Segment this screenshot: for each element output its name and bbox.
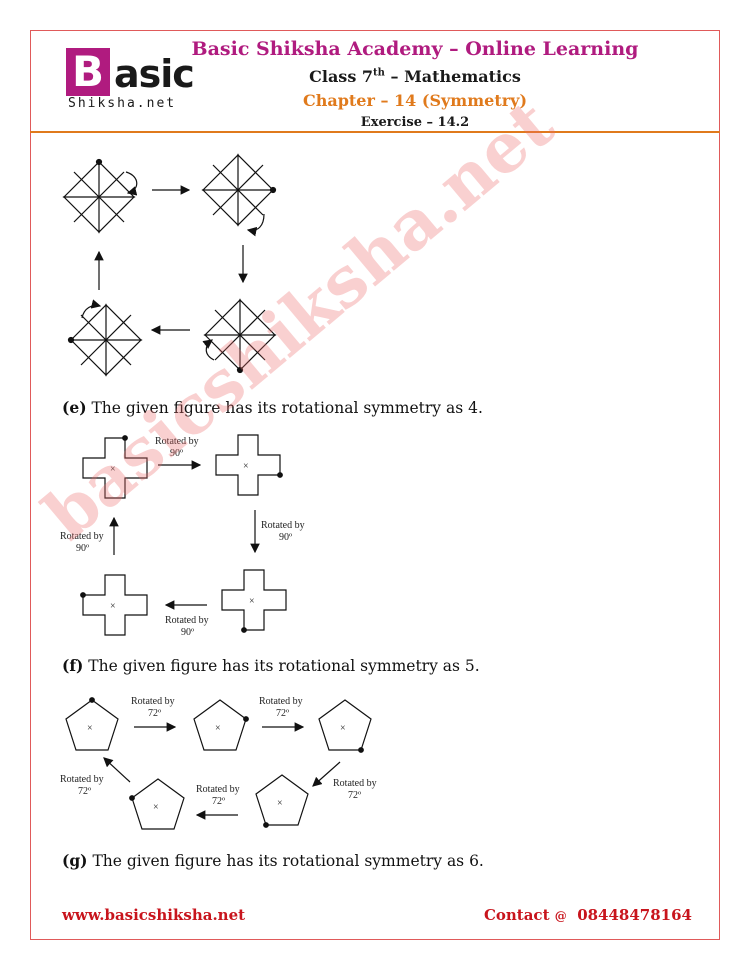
header-title: Basic Shiksha Academy – Online Learning <box>191 38 639 60</box>
cross-figure <box>221 569 287 633</box>
center-mark: × <box>277 798 283 809</box>
answer-g: (g) The given figure has its rotational … <box>62 851 484 870</box>
pentagon-figure <box>318 699 372 753</box>
rotation-angle: 72º <box>148 708 161 719</box>
cross-diagram <box>80 434 287 636</box>
header-class: Class 7th – Mathematics <box>309 67 521 86</box>
windmill-figure <box>203 298 277 374</box>
rotation-label: Rotated by <box>131 696 175 707</box>
page-border <box>30 30 720 940</box>
pentagon-figure <box>129 778 185 830</box>
rotation-angle: 90º <box>181 627 194 638</box>
rotation-label: Rotated by <box>261 520 305 531</box>
center-mark: × <box>249 596 255 607</box>
rotation-angle: 72º <box>78 786 91 797</box>
center-mark: × <box>215 723 221 734</box>
rotation-angle: 90º <box>279 532 292 543</box>
logo-subtext: Shiksha.net <box>68 96 177 111</box>
pentagon-figure <box>65 697 119 751</box>
header-chapter: Chapter – 14 (Symmetry) <box>302 91 528 110</box>
logo-text: asic <box>114 52 195 96</box>
pentagon-figure <box>255 774 309 828</box>
rotation-label: Rotated by <box>60 774 104 785</box>
rotation-label: Rotated by <box>165 615 209 626</box>
footer-website[interactable]: www.basicshiksha.net <box>62 906 246 924</box>
windmill-figure <box>62 158 136 234</box>
answer-f: (f) The given figure has its rotational … <box>62 656 480 675</box>
rotation-label: Rotated by <box>60 531 104 542</box>
answer-e: (e) The given figure has its rotational … <box>62 398 483 417</box>
windmill-figure <box>67 303 143 377</box>
center-mark: × <box>110 464 116 475</box>
pentagon-diagram <box>65 697 372 830</box>
pentagon-figure <box>193 699 249 751</box>
logo-mark: B <box>66 48 110 96</box>
cross-figure <box>82 435 148 499</box>
windmill-diagram <box>62 153 277 377</box>
rotation-label: Rotated by <box>333 778 377 789</box>
center-mark: × <box>153 802 159 813</box>
footer-phone[interactable]: 08448478164 <box>577 906 692 924</box>
windmill-figure <box>201 153 277 227</box>
center-mark: × <box>110 601 116 612</box>
cross-figure <box>80 574 148 636</box>
header-exercise: Exercise – 14.2 <box>360 115 470 130</box>
figure-labels: × × × × × × × × × Rotated by 90º Rotated… <box>60 436 377 813</box>
header-divider <box>30 131 720 133</box>
rotation-angle: 90º <box>76 543 89 554</box>
rotation-angle: 72º <box>348 790 361 801</box>
rotation-label: Rotated by <box>155 436 199 447</box>
footer-contact: Contact @ 08448478164 <box>483 906 692 924</box>
rotation-angle: 90º <box>170 448 183 459</box>
center-mark: × <box>340 723 346 734</box>
rotation-angle: 72º <box>276 708 289 719</box>
rotation-label: Rotated by <box>196 784 240 795</box>
center-mark: × <box>243 461 249 472</box>
rotation-angle: 72º <box>212 796 225 807</box>
center-mark: × <box>87 723 93 734</box>
rotation-label: Rotated by <box>259 696 303 707</box>
cross-figure <box>215 434 283 496</box>
